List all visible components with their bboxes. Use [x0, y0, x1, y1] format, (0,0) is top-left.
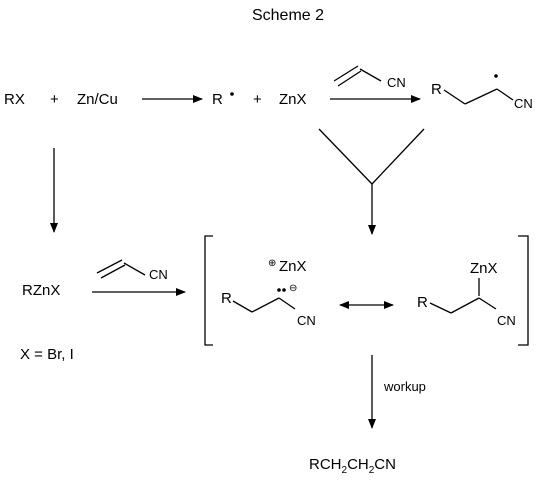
reagent-znx: ZnX [279, 91, 307, 108]
scheme-title: Scheme 2 [252, 7, 324, 24]
acrylonitrile-structure-1: CN [333, 65, 406, 90]
reagent-rznx: RZnX [22, 282, 60, 299]
bracket-right [518, 235, 529, 346]
organozinc-resonance-form: ZnX R CN [417, 260, 516, 328]
organozinc-znx: ZnX [470, 260, 498, 277]
radical-r: R [212, 91, 223, 108]
organozinc-r: R [417, 294, 428, 311]
adduct-r: R [431, 81, 442, 98]
final-product: RCH2CH2CN [309, 456, 396, 476]
acrylonitrile-structure-2: CN [96, 259, 168, 282]
positive-charge-sign: ⊕ [268, 258, 276, 269]
workup-label: workup [383, 379, 426, 394]
acrylonitrile-cn-2: CN [149, 267, 168, 282]
converge-line-right [371, 128, 425, 185]
reagent-zn-cu: Zn/Cu [77, 91, 118, 108]
halide-note: X = Br, I [20, 346, 74, 363]
carbanion-cn: CN [297, 313, 316, 328]
negative-charge-sign: ⊖ [289, 283, 297, 294]
adduct-cn: CN [514, 96, 533, 111]
plus-sign-2: + [253, 91, 262, 108]
carbanion-znx: ZnX [279, 258, 307, 275]
radical-adduct-structure: R CN [431, 74, 533, 111]
organozinc-cn: CN [497, 313, 516, 328]
converge-line-left [318, 128, 373, 185]
reagent-rx: RX [4, 91, 25, 108]
bracket-left [204, 235, 213, 346]
radical-dot [230, 92, 234, 96]
plus-sign-1: + [50, 91, 59, 108]
acrylonitrile-cn-1: CN [387, 75, 406, 90]
carbanion-r: R [221, 290, 232, 307]
carbanion-resonance-form: ⊕ ZnX R ⊖ CN [221, 258, 316, 328]
